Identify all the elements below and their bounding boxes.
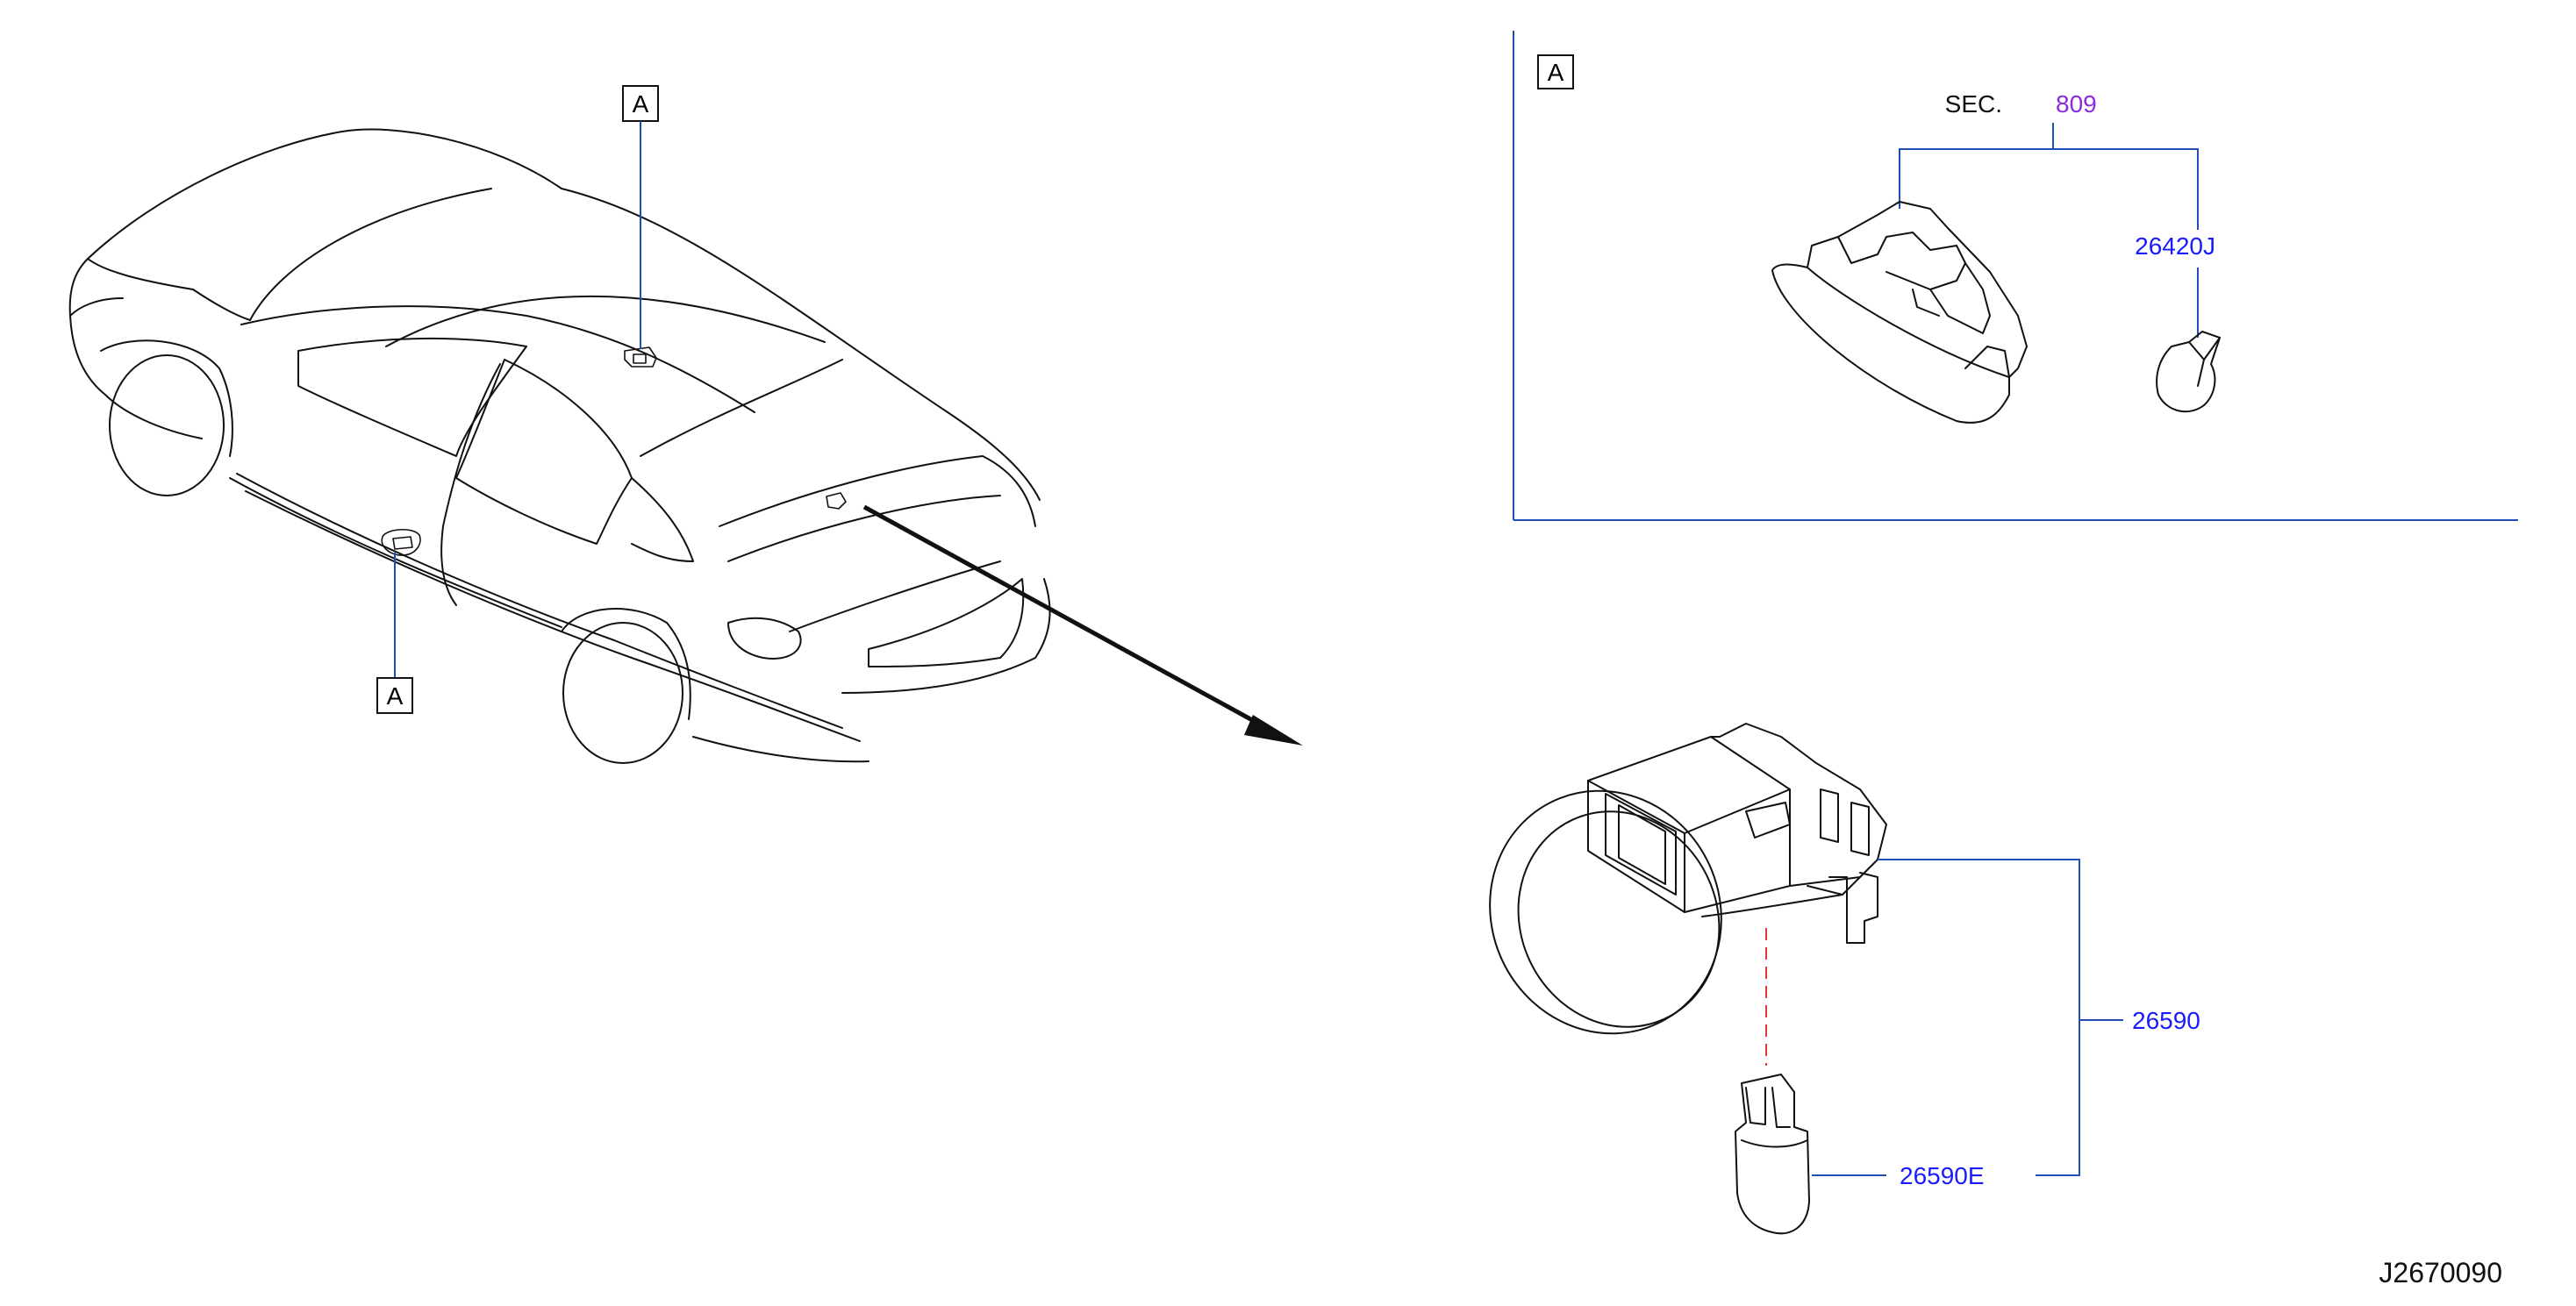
callout-door-label: A: [387, 682, 404, 710]
trunk-lamp-detail: [1489, 723, 1887, 1035]
sec-number[interactable]: 809: [2056, 90, 2097, 118]
room-lamp-housing: [1771, 201, 2028, 424]
bulb-26420j: [2156, 331, 2221, 413]
part-26590e-label[interactable]: 26590E: [1900, 1162, 1985, 1189]
detail-arrow: [862, 504, 1303, 746]
bulb-26590e: [1735, 1074, 1810, 1235]
part-26420j-label[interactable]: 26420J: [2135, 232, 2215, 260]
drawing-id: J2670090: [2379, 1257, 2502, 1288]
detail-box-label: A: [1548, 59, 1564, 86]
detail-box-a: A SEC. 809 26420J: [1513, 31, 2518, 521]
callout-roof-lamp: A: [622, 85, 659, 349]
sec-prefix: SEC.: [1945, 90, 2002, 118]
callout-door-lamp: A: [376, 553, 413, 714]
part-26590-label[interactable]: 26590: [2132, 1007, 2200, 1034]
callout-roof-label: A: [633, 90, 649, 118]
sedan-illustration: [68, 128, 1051, 764]
trunk-lamp-leaders: [1812, 859, 2123, 1176]
